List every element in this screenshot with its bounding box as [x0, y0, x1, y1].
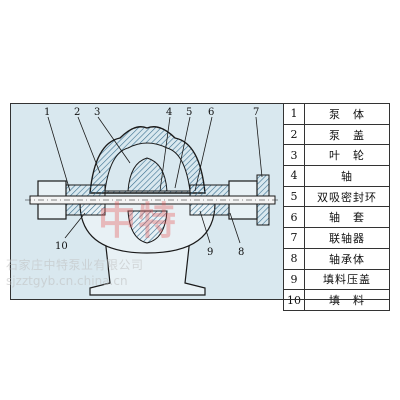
leader-lines [47, 116, 263, 244]
callout-5: 5 [186, 107, 192, 118]
pump-drawing: 1 2 3 4 5 6 7 8 9 10 [25, 107, 278, 296]
pump-cross-section-diagram: 1 2 3 4 5 6 7 8 9 10 [10, 103, 283, 300]
legend-part-name: 填料压盖 [304, 268, 390, 291]
callout-2: 2 [74, 107, 80, 118]
callout-6: 6 [208, 107, 214, 118]
legend-part-name: 轴 套 [304, 206, 390, 229]
watermark-company: 石家庄中特泵业有限公司 [6, 258, 144, 272]
callout-3: 3 [94, 107, 100, 118]
pump-base [89, 237, 206, 296]
watermark-logo: 中特 [98, 199, 179, 243]
diagram-frame [10, 103, 390, 300]
callout-labels: 1 2 3 4 5 6 7 8 9 10 [44, 107, 259, 258]
callout-7: 7 [253, 107, 259, 118]
callout-4: 4 [166, 107, 172, 118]
legend-part-name: 双吸密封环 [304, 185, 390, 208]
watermark-url: sjzztgyb.cn.china.cn [6, 274, 128, 288]
impeller [127, 157, 168, 192]
callout-1: 1 [44, 107, 50, 118]
legend-part-name: 填 料 [304, 289, 390, 311]
callout-9: 9 [207, 247, 213, 258]
callout-10: 10 [55, 241, 68, 252]
callout-8: 8 [238, 247, 244, 258]
legend-part-name: 叶 轮 [304, 144, 390, 167]
legend-part-name: 联轴器 [304, 227, 390, 249]
impeller-lower [127, 210, 168, 244]
